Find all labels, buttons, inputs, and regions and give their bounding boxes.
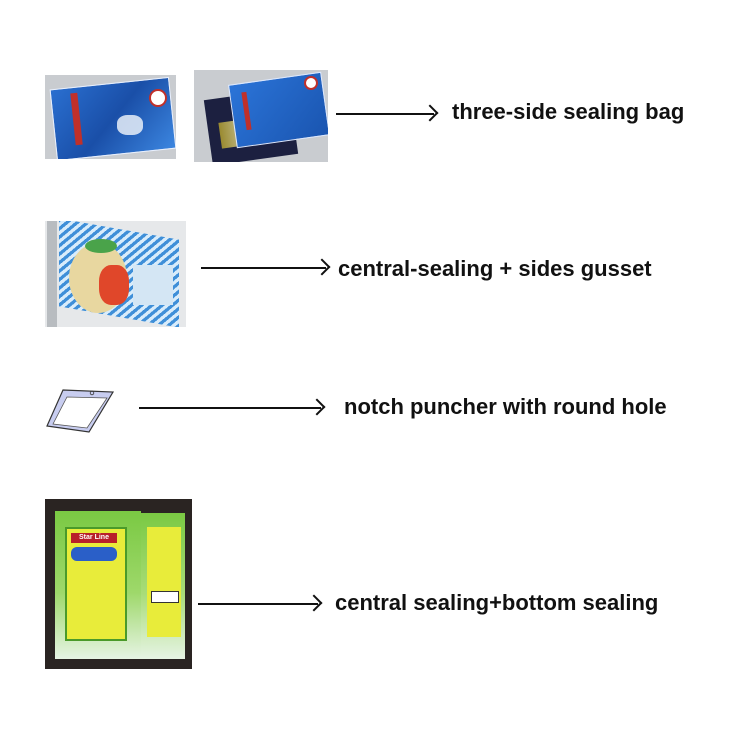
noodle-package-photo <box>45 221 186 327</box>
arrow-icon <box>198 603 318 605</box>
row-label-three-side: three-side sealing bag <box>452 99 685 124</box>
arrow-icon <box>336 113 434 115</box>
blue-bag-photo-2 <box>194 70 328 162</box>
green-bag-photo: Star Line <box>45 499 192 669</box>
row-label-gusset: central-sealing + sides gusset <box>338 256 652 281</box>
bag-with-hole-sketch-icon <box>46 389 115 433</box>
arrow-icon <box>201 267 326 269</box>
arrow-icon <box>139 407 321 409</box>
star-line-badge: Star Line <box>71 533 117 543</box>
row-label-bottom-sealing: central sealing+bottom sealing <box>335 590 659 615</box>
row-label-notch: notch puncher with round hole <box>344 394 667 419</box>
blue-bag-photo-1 <box>45 75 176 159</box>
